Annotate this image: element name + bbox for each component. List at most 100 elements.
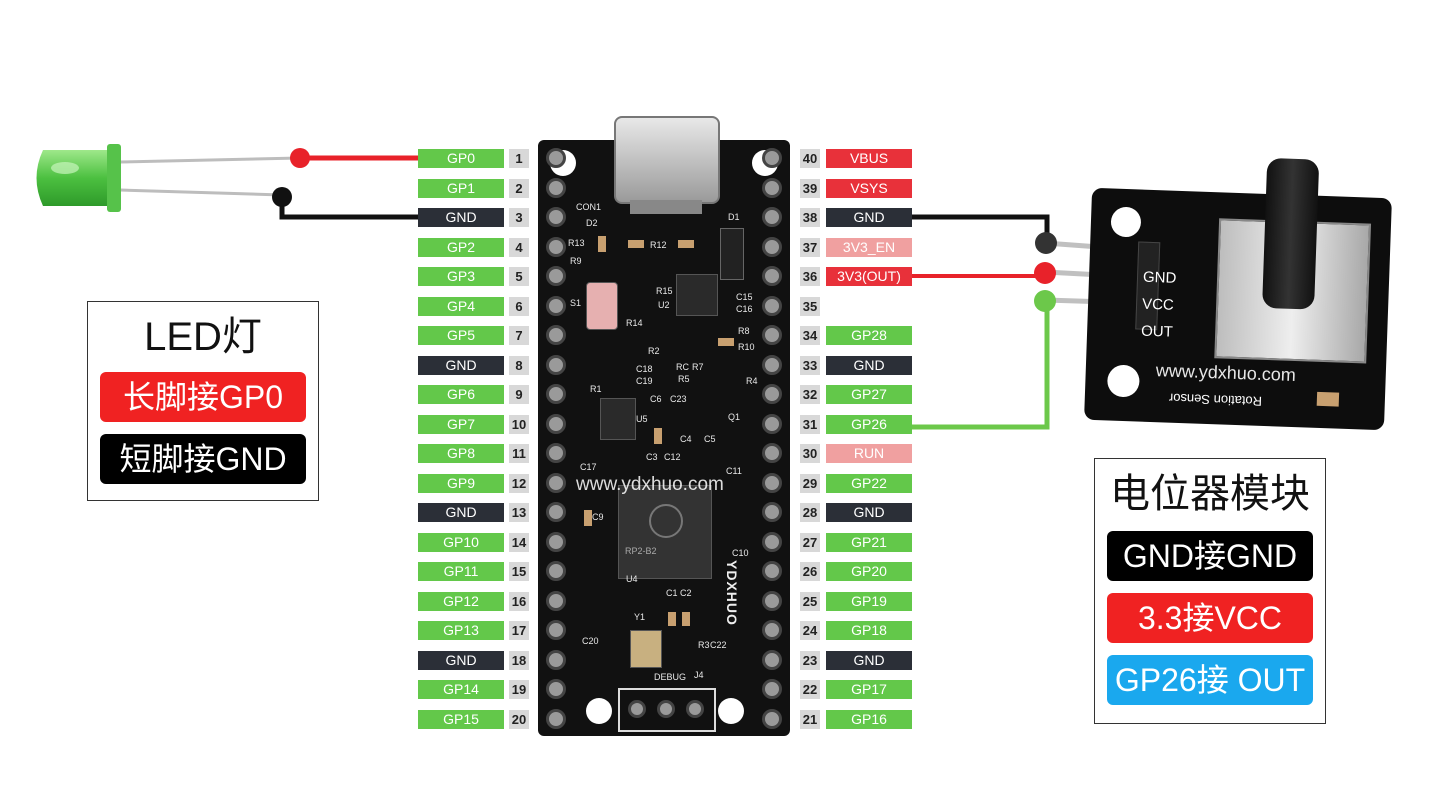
pin-number-left-14: 14 — [509, 532, 529, 552]
pin-hole-left-7 — [546, 325, 566, 345]
pin-hole-right-13 — [762, 502, 782, 522]
silk-r15: R15 — [656, 286, 673, 296]
pot-legend: 电位器模块 GND接GND 3.3接VCC GP26接 OUT — [1094, 458, 1326, 724]
sensor-label-out: OUT — [1140, 322, 1174, 341]
pin-label-left-19: GP14 — [418, 680, 504, 699]
wire-sensor-gnd — [912, 214, 1050, 243]
pin-number-left-7: 7 — [509, 326, 529, 345]
pico-board: RP2-B2 CON1 D2 D1 R13 R9 R12 S1 R14 R15 … — [538, 116, 790, 736]
pin-number-right-22: 22 — [800, 680, 820, 699]
pin-number-right-23: 23 — [800, 650, 820, 670]
pin-hole-right-5 — [762, 266, 782, 286]
pin-number-left-10: 10 — [509, 414, 529, 434]
pin-hole-left-15 — [546, 561, 566, 581]
pin-number-right-32: 32 — [800, 385, 820, 404]
pin-label-right-26: GP20 — [826, 562, 912, 581]
pin-number-left-9: 9 — [509, 385, 529, 404]
pin-hole-left-5 — [546, 266, 566, 286]
pin-hole-left-12 — [546, 472, 566, 493]
silk-c1: C1 — [666, 588, 678, 598]
usb-c-connector — [614, 116, 720, 204]
smd-part — [598, 236, 606, 252]
pin-label-right-25: GP19 — [826, 591, 912, 611]
silk-rc: RC — [676, 362, 689, 372]
pin-hole-right-16 — [762, 590, 782, 611]
smd-part — [628, 240, 644, 248]
pin-label-right-37: 3V3_EN — [826, 237, 912, 257]
pin-label-right-23: GND — [826, 650, 912, 670]
pin-hole-right-18 — [762, 649, 782, 670]
board-brand: YDXHUO — [724, 560, 740, 626]
pin-number-left-3: 3 — [509, 208, 529, 227]
pin-number-right-37: 37 — [800, 237, 820, 257]
pin-number-right-35: 35 — [800, 296, 820, 316]
pin-hole-left-14 — [546, 531, 566, 552]
pin-label-right-21: GP16 — [826, 709, 912, 729]
pin-hole-right-6 — [762, 295, 782, 316]
smd-part — [682, 612, 690, 626]
crystal-y1 — [630, 630, 662, 668]
pot-vcc-label: 3.3接VCC — [1107, 593, 1313, 643]
pin-label-left-6: GP4 — [418, 296, 504, 316]
wire-led-gnd — [279, 197, 418, 220]
pin-number-left-19: 19 — [509, 680, 529, 699]
pin-label-left-18: GND — [418, 650, 504, 670]
usb-c-pads — [630, 200, 702, 214]
silk-c19: C19 — [636, 376, 653, 386]
sensor-name: Rotation Sensor — [1168, 390, 1263, 409]
pin-number-left-12: 12 — [509, 473, 529, 493]
pin-number-left-20: 20 — [509, 709, 529, 729]
led-legend-title: LED灯 — [144, 315, 262, 359]
silk-c9: C9 — [592, 512, 604, 522]
silk-d1: D1 — [728, 212, 740, 222]
led-long-leg-label: 长脚接GP0 — [100, 372, 306, 422]
mount-hole-bl — [586, 698, 612, 724]
pin-number-left-8: 8 — [509, 355, 529, 375]
sensor-label-vcc: VCC — [1141, 295, 1175, 314]
silk-con1: CON1 — [576, 202, 602, 212]
pin-number-left-13: 13 — [509, 503, 529, 522]
pin-number-left-1: 1 — [509, 149, 529, 168]
pot-legend-title: 电位器模块 — [1110, 472, 1310, 516]
rp2040-chip: RP2-B2 — [618, 485, 712, 579]
silk-c12: C12 — [664, 452, 681, 462]
sensor-label-gnd: GND — [1142, 268, 1177, 287]
silk-r5: R5 — [678, 374, 690, 384]
pin-number-right-27: 27 — [800, 532, 820, 552]
pin-label-left-20: GP15 — [418, 709, 504, 729]
pin-hole-right-7 — [762, 325, 782, 345]
pin-label-left-17: GP13 — [418, 621, 504, 640]
pin-hole-right-3 — [762, 207, 782, 227]
pin-label-right-34: GP28 — [826, 326, 912, 345]
silk-u2: U2 — [658, 300, 670, 310]
pin-hole-left-2 — [546, 177, 566, 198]
silk-y1: Y1 — [634, 612, 646, 622]
silk-c22: C22 — [710, 640, 727, 650]
wire-sensor-out — [912, 302, 1050, 430]
pin-label-right-35 — [826, 297, 912, 316]
led-legend: LED灯 长脚接GP0 短脚接GND — [87, 301, 319, 501]
pin-label-left-10: GP7 — [418, 414, 504, 434]
silk-d2: D2 — [586, 218, 598, 228]
silk-r1: R1 — [590, 384, 602, 394]
pin-hole-left-1 — [546, 148, 566, 168]
silk-c17: C17 — [580, 462, 597, 472]
wire-dot-led-short — [272, 187, 292, 207]
silk-c6: C6 — [650, 394, 662, 404]
pin-number-right-34: 34 — [800, 326, 820, 345]
pin-hole-right-1 — [762, 148, 782, 168]
pin-hole-right-15 — [762, 561, 782, 581]
pin-label-right-22: GP17 — [826, 680, 912, 699]
silk-q1: Q1 — [728, 412, 741, 422]
silk-r14: R14 — [626, 318, 643, 328]
silk-c3: C3 — [646, 452, 658, 462]
pin-number-right-29: 29 — [800, 473, 820, 493]
pin-hole-right-12 — [762, 472, 782, 493]
pin-hole-left-6 — [546, 295, 566, 316]
pin-hole-left-3 — [546, 207, 566, 227]
led-long-leg — [119, 156, 301, 164]
silk-c15: C15 — [736, 292, 753, 302]
pin-label-left-2: GP1 — [418, 178, 504, 198]
pin-label-right-36: 3V3(OUT) — [826, 267, 912, 286]
pin-number-left-5: 5 — [509, 267, 529, 286]
